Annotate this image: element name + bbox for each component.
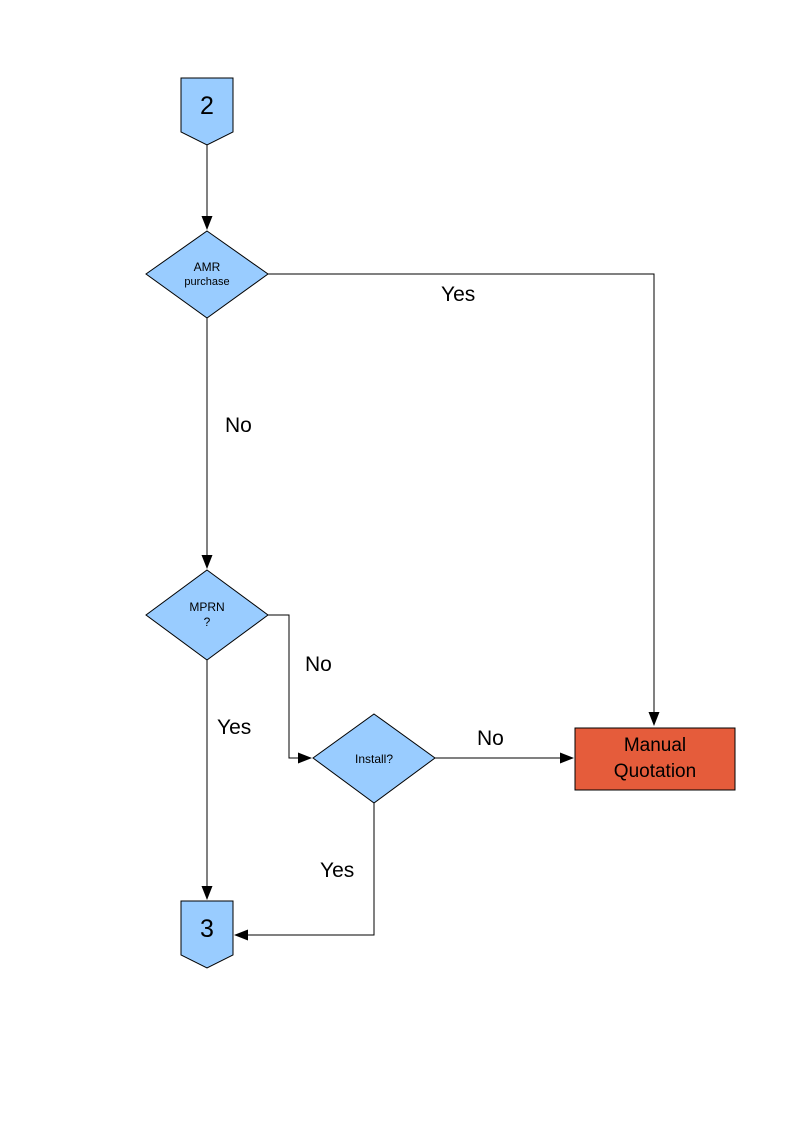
connector-2-shape — [180, 77, 234, 146]
mprn-label-line1: MPRN — [189, 600, 224, 614]
edge-mprn-no-to-install — [268, 614, 312, 764]
connector-3-shape — [180, 900, 234, 969]
mprn-label-line2: ? — [204, 615, 211, 629]
install-decision-shape — [312, 713, 436, 804]
connector-2-label: 2 — [200, 92, 214, 120]
manual-quotation-label-line1: Manual — [624, 735, 686, 756]
edge-install-yes-to-connector3 — [234, 803, 375, 941]
manual-quotation-box — [574, 727, 736, 791]
amr-purchase-label-line2: purchase — [184, 276, 229, 288]
edge-amr-yes-to-manual — [268, 273, 660, 726]
connector-3-label: 3 — [200, 915, 214, 943]
edge-label-mprn-yes: Yes — [217, 716, 251, 739]
edge-label-amr-yes: Yes — [441, 283, 475, 306]
mprn-decision-shape — [145, 569, 269, 661]
amr-purchase-label-line1: AMR — [194, 260, 221, 274]
manual-quotation-label-line2: Quotation — [614, 761, 696, 782]
edge-label-amr-no: No — [225, 414, 252, 437]
edge-label-mprn-no: No — [305, 653, 332, 676]
edge-label-install-yes: Yes — [320, 859, 354, 882]
amr-purchase-decision-shape — [145, 230, 269, 319]
edge-label-install-no: No — [477, 727, 504, 750]
install-label: Install? — [355, 752, 393, 766]
